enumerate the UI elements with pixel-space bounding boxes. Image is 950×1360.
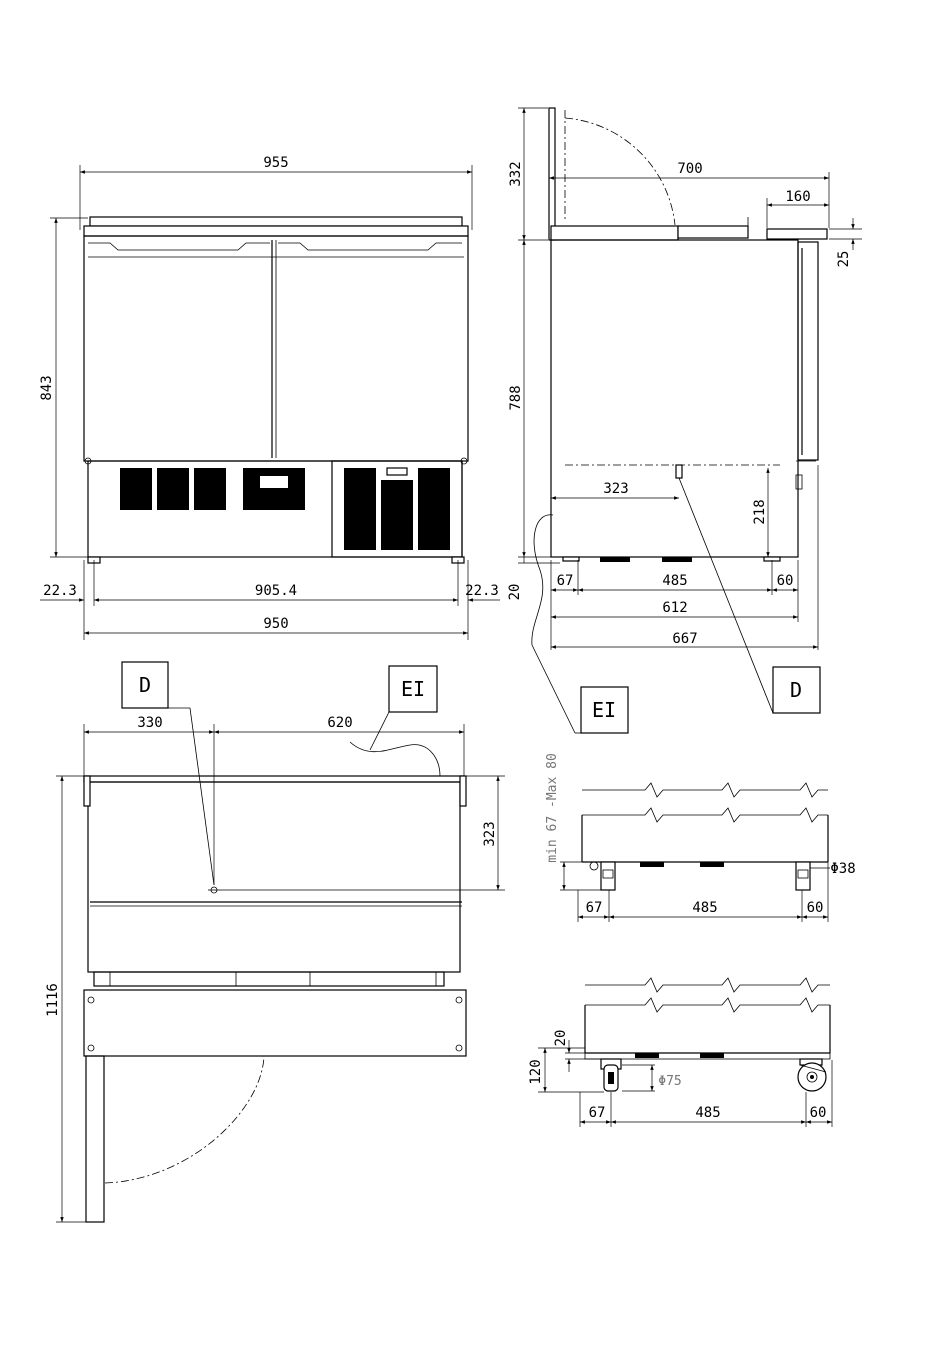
front-worktop	[84, 226, 468, 236]
drain-outlet	[676, 465, 682, 478]
dim-1116: 1116	[45, 983, 61, 1017]
power-cable-top	[350, 742, 440, 776]
feet-detail: min 67 -Max 80 Φ38 67 485 60	[545, 753, 856, 922]
vent-grille	[194, 468, 226, 510]
dim-612: 612	[662, 600, 687, 616]
door-right-handle	[278, 243, 462, 250]
dim-485: 485	[662, 573, 687, 589]
dim-22-3-left: 22.3	[43, 583, 77, 599]
dim-955: 955	[263, 155, 288, 171]
front-view: 955 843 22.3 22.3 905.4 950	[39, 155, 500, 640]
display-window	[260, 476, 288, 488]
castor-dia-75: Φ75	[658, 1074, 681, 1089]
vent-grille	[344, 468, 376, 550]
svg-text:EI: EI	[592, 698, 616, 722]
dim-332: 332	[508, 161, 524, 186]
castors-detail: 20 120 Φ75 67 485 60	[528, 978, 832, 1127]
dim-218: 218	[752, 499, 768, 524]
vent-grille	[418, 468, 450, 550]
door-left-handle	[88, 243, 270, 250]
svg-text:D: D	[790, 678, 802, 702]
dim-700: 700	[677, 161, 702, 177]
dim-dia-38: Φ38	[830, 861, 855, 877]
dim-323-top: 323	[482, 821, 498, 846]
door-swing-arc	[105, 1056, 264, 1183]
dim-25: 25	[836, 251, 852, 268]
dim-950: 950	[263, 616, 288, 632]
dim-323: 323	[603, 481, 628, 497]
front-lid	[90, 217, 462, 226]
castor-dim-120: 120	[528, 1059, 544, 1084]
dim-67: 67	[557, 573, 574, 589]
feet-dim-485: 485	[692, 900, 717, 916]
dim-788: 788	[508, 385, 524, 410]
open-door	[86, 1056, 104, 1222]
power-cable	[532, 515, 553, 645]
side-door-profile	[798, 242, 818, 460]
vent-grille	[157, 468, 189, 510]
lid-swing-arc	[565, 118, 675, 225]
feet-dim-60: 60	[807, 900, 824, 916]
vent-grille	[120, 468, 152, 510]
feet-dim-67: 67	[586, 900, 603, 916]
top-well	[88, 782, 460, 972]
callouts: D EI EI D	[122, 478, 820, 885]
top-view: 330 620 323 1116	[45, 715, 505, 1222]
castor-dim-485: 485	[695, 1105, 720, 1121]
dim-620: 620	[327, 715, 352, 731]
dim-60: 60	[777, 573, 794, 589]
dim-20: 20	[507, 584, 523, 601]
top-front-panel	[84, 990, 466, 1056]
dim-22-3-right: 22.3	[465, 583, 499, 599]
svg-text:EI: EI	[401, 677, 425, 701]
side-worktop	[551, 226, 678, 240]
control-panel	[243, 468, 305, 510]
side-view: 332 700 160 25 788 323 218 20 67 485	[507, 108, 862, 650]
castor-dim-20: 20	[553, 1030, 569, 1047]
top-rim	[84, 776, 464, 782]
side-handle	[767, 229, 827, 239]
open-lid	[549, 108, 555, 240]
vent-grille	[381, 480, 413, 550]
feet-range-label: min 67 -Max 80	[545, 753, 560, 863]
castor-dim-67: 67	[589, 1105, 606, 1121]
castor-dim-60: 60	[810, 1105, 827, 1121]
dim-905-4: 905.4	[255, 583, 297, 599]
svg-text:D: D	[139, 673, 151, 697]
dim-160: 160	[785, 189, 810, 205]
dim-330: 330	[137, 715, 162, 731]
dim-667: 667	[672, 631, 697, 647]
dim-843: 843	[39, 375, 55, 400]
